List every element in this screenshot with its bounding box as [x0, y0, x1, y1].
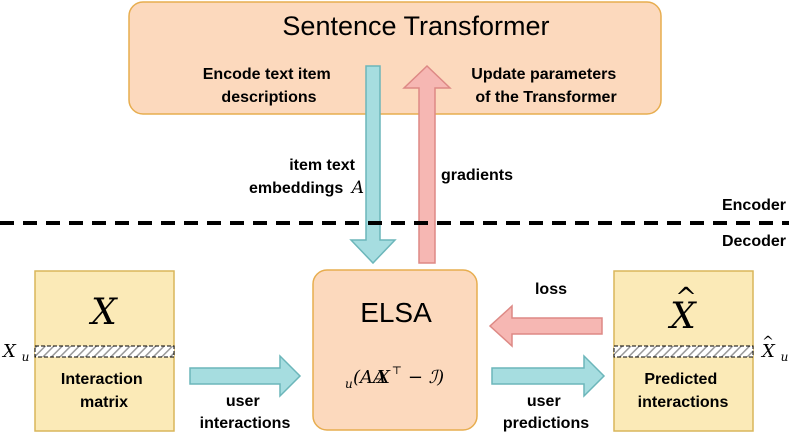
user-predictions-line-2: predictions [503, 415, 589, 432]
row-label-sub: u [22, 350, 30, 364]
predicted-user-row [613, 345, 754, 358]
predicted-row-x: X [760, 341, 776, 362]
update-line-2: of the Transformer [475, 89, 616, 106]
predicted-symbol-hat: ^ [675, 283, 697, 313]
user-interactions-arrow [189, 354, 302, 398]
interaction-matrix-line-1: Interaction [61, 371, 143, 388]
update-params-label: Update parameters of the Transformer [471, 66, 620, 106]
formula-sub: u [345, 377, 353, 391]
predicted-line-1: Predicted [644, 371, 717, 388]
item-text-embeddings-label: item text [289, 157, 355, 174]
row-label-x: X [1, 341, 17, 362]
formula-end: − ℐ) [408, 367, 444, 388]
user-predictions-arrow [491, 354, 606, 398]
predicted-row-label: X u [760, 341, 788, 364]
user-predictions-label: user predictions [503, 393, 589, 432]
sentence-transformer-box [128, 1, 662, 115]
gradients-label: gradients [441, 167, 513, 184]
user-predictions-line-1: user [527, 393, 561, 410]
formula-paren: (AA [353, 367, 386, 388]
encode-line-2: descriptions [221, 89, 316, 106]
gradients-arrow [402, 64, 452, 264]
loss-label: loss [535, 281, 567, 298]
user-interactions-line-2: interactions [200, 415, 291, 432]
predicted-row-hat: ^ [762, 334, 774, 350]
interaction-matrix-user-row [34, 345, 175, 358]
embeddings-line-2-text: embeddings A [249, 178, 364, 198]
formula-x: X [375, 367, 391, 388]
predicted-row-sub: u [781, 350, 789, 364]
embeddings-symbol-a: A [350, 178, 364, 198]
interaction-matrix-symbol: X [88, 292, 118, 333]
user-interactions-line-1: user [226, 393, 260, 410]
interaction-matrix-row-label: X u [1, 341, 29, 364]
encode-line-1: Encode text item [203, 66, 331, 83]
elsa-formula: X [375, 367, 391, 388]
interaction-matrix-label: Interaction matrix [61, 371, 147, 411]
update-line-1: Update parameters [471, 66, 616, 83]
embeddings-arrow [349, 65, 397, 265]
elsa-box [312, 269, 478, 431]
decoder-label: Decoder [722, 233, 786, 250]
elsa-formula-rest: u (AA ⊤ − ℐ) [345, 358, 444, 393]
embeddings-line-2: embeddings [249, 180, 343, 197]
predicted-symbol: X [667, 296, 697, 337]
encode-text-label: Encode text item descriptions [203, 66, 335, 106]
user-interactions-label: user interactions [200, 393, 291, 432]
loss-arrow [488, 304, 603, 348]
predicted-line-2: interactions [638, 394, 729, 411]
sentence-transformer-title: Sentence Transformer [282, 11, 549, 41]
encoder-label: Encoder [722, 197, 786, 214]
formula-sup: ⊤ [392, 364, 402, 377]
elsa-title: ELSA [360, 297, 432, 328]
interaction-matrix-line-2: matrix [80, 394, 128, 411]
embeddings-line-1: item text [289, 157, 355, 174]
predicted-label: Predicted interactions [638, 371, 729, 411]
